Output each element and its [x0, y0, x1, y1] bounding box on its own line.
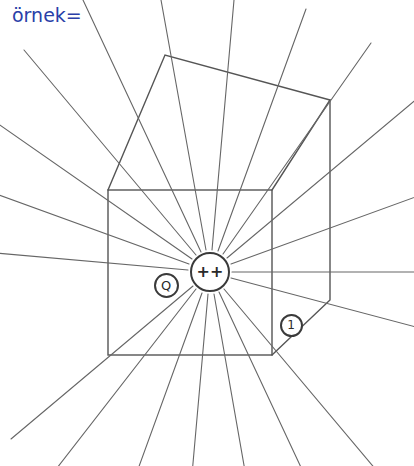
node-text: 1: [287, 319, 295, 331]
example-heading: örnek=: [12, 4, 82, 26]
callout-circle: 1: [280, 314, 303, 337]
node-text: ++: [197, 264, 224, 280]
node-text: Q: [161, 279, 171, 292]
cube-right-face: [272, 100, 330, 355]
callout-circle: Q: [154, 273, 179, 298]
charge-circle: ++: [190, 252, 230, 292]
